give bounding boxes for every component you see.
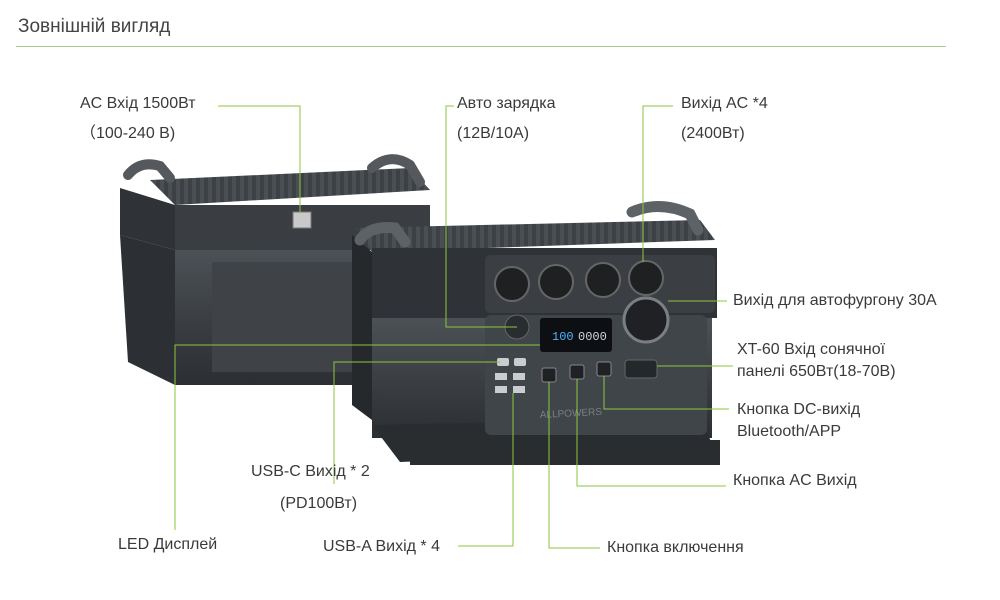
page-title: Зовнішній вигляд xyxy=(18,16,171,37)
usb-a-port-2 xyxy=(513,373,525,380)
callout-ac-button: Кнопка AC Вихід xyxy=(733,470,857,492)
callout-led-display: LED Дисплей xyxy=(118,534,217,556)
front-handle-right xyxy=(626,201,704,236)
rv-output-socket xyxy=(622,296,670,344)
callout-usb-c-line1: USB-C Вихід * 2 xyxy=(251,463,370,480)
callout-power-button: Кнопка включення xyxy=(607,537,744,559)
leader-usb-c xyxy=(333,361,500,484)
leader-ac-input xyxy=(218,105,301,212)
callout-ac-input: AC Вхід 1500Вт （100-240 В) xyxy=(80,93,196,145)
callout-car-charging-line2: (12В/10А) xyxy=(457,125,530,142)
callout-dc-button-line1: Кнопка DC-вихід xyxy=(737,401,861,418)
ac-outlet-1 xyxy=(494,266,530,302)
callout-dc-button-line2: Bluetooth/APP xyxy=(737,423,842,440)
ac-output-sockets xyxy=(494,260,664,302)
callout-car-charging-line1: Авто зарядка xyxy=(457,95,556,112)
leader-ac-button xyxy=(576,379,726,487)
leader-led-display xyxy=(174,344,540,530)
callout-rv-output-line1: Вихід для автофургону 30A xyxy=(733,292,937,309)
callout-ac-button-line1: Кнопка AC Вихід xyxy=(733,472,857,489)
callout-ac-output-line2: (2400Вт) xyxy=(681,125,745,142)
display-reading: 100 xyxy=(552,330,574,344)
usb-c-port-2 xyxy=(514,358,526,366)
ac-output-button xyxy=(569,364,585,380)
power-button xyxy=(541,367,557,383)
leader-lines xyxy=(174,105,733,549)
leader-car-charging xyxy=(445,105,517,328)
front-handle-left xyxy=(354,222,411,248)
leader-dc-button xyxy=(603,376,729,410)
display-digits: 0000 xyxy=(578,330,607,344)
brand-logo: ALLPOWERS xyxy=(540,407,603,421)
callout-power-button-line1: Кнопка включення xyxy=(607,539,744,556)
usb-a-port-1 xyxy=(495,373,507,380)
usb-a-port-4 xyxy=(513,386,525,393)
leader-usb-a xyxy=(458,393,514,547)
leader-power-button xyxy=(548,382,600,549)
callout-solar-input-line1: XT-60 Вхід сонячної xyxy=(737,341,886,358)
callout-rv-output: Вихід для автофургону 30A xyxy=(733,290,937,312)
ac-outlet-2 xyxy=(538,264,574,300)
title-divider xyxy=(16,46,946,47)
callout-usb-c-line2: (PD100Вт) xyxy=(280,495,358,512)
usb-a-port-3 xyxy=(495,386,507,393)
rear-handle-left xyxy=(123,159,175,183)
rear-handle-right xyxy=(367,154,425,187)
ac-input-socket xyxy=(292,211,312,229)
callout-usb-a-line1: USB-A Вихід * 4 xyxy=(323,538,440,555)
dc-output-button xyxy=(596,361,612,377)
callout-solar-input: XT-60 Вхід сонячної панелі 650Вт(18-70В) xyxy=(737,339,896,383)
front-unit: 100 0000 ALLPOWERS xyxy=(352,201,720,465)
usb-ports xyxy=(495,358,526,393)
callout-ac-input-line1: AC Вхід 1500Вт xyxy=(80,95,196,112)
callout-ac-output-line1: Вихід AC *4 xyxy=(681,95,768,112)
callout-led-display-line1: LED Дисплей xyxy=(118,536,218,553)
callout-car-charging: Авто зарядка (12В/10А) xyxy=(457,93,556,145)
callout-usb-c: USB-C Вихід * 2 (PD100Вт) xyxy=(251,461,370,515)
usb-c-port-1 xyxy=(497,358,509,366)
led-display xyxy=(540,318,612,352)
callout-dc-button: Кнопка DC-вихід Bluetooth/APP xyxy=(737,399,860,443)
ac-outlet-4 xyxy=(628,260,664,296)
callout-ac-output: Вихід AC *4 (2400Вт) xyxy=(681,93,768,145)
rear-unit xyxy=(120,154,430,385)
callout-solar-input-line2: панелі 650Вт(18-70В) xyxy=(737,363,896,380)
callout-ac-input-line2: （100-240 В) xyxy=(80,125,176,142)
leader-ac-output xyxy=(642,105,673,262)
callout-usb-a: USB-A Вихід * 4 xyxy=(323,536,440,558)
solar-input-port xyxy=(624,359,658,379)
ac-outlet-3 xyxy=(585,262,621,298)
